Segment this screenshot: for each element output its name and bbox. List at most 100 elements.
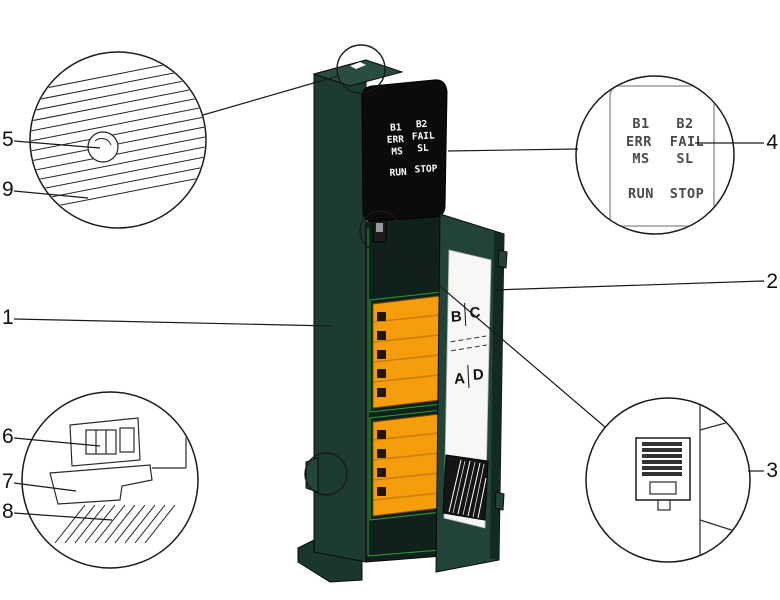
leader-2 xyxy=(493,280,765,291)
barcode-line xyxy=(467,462,481,517)
door-barcode xyxy=(442,454,489,521)
leader-lines xyxy=(13,75,765,521)
barcode-area xyxy=(442,454,489,521)
detail-led-sl: SL xyxy=(676,151,693,167)
callout-3: 3 xyxy=(766,459,778,482)
door-edge-shade xyxy=(490,232,504,560)
terminal-block-upper xyxy=(369,291,443,413)
detail-circle-switch xyxy=(585,397,751,563)
board-switch-slider xyxy=(376,223,383,232)
terminal-slot xyxy=(377,388,386,397)
door-letter-a: A xyxy=(454,370,466,388)
highlight-circle-side-latch xyxy=(304,452,348,496)
led-detail-art: B1 B2 ERR FAIL MS SL RUN STOP xyxy=(609,85,715,227)
terminal-lower-stripe xyxy=(373,492,440,501)
callout-9: 9 xyxy=(2,178,14,201)
barcode-line xyxy=(477,477,487,519)
leader-vents-to-module xyxy=(202,75,339,116)
module-left-face xyxy=(313,59,367,563)
detail-led-b1: B1 xyxy=(632,116,649,132)
terminal-slot xyxy=(377,312,386,321)
module-top-face xyxy=(312,59,404,87)
door-hinge-tab xyxy=(497,249,508,269)
callout-4: 4 xyxy=(766,131,778,154)
barcode-line xyxy=(457,460,471,515)
status-head-led-labels: B1 B2 ERR FAIL MS SL RUN STOP xyxy=(387,119,438,179)
callout-7: 7 xyxy=(2,470,14,493)
barcode-line xyxy=(462,461,476,516)
terminal-slot xyxy=(377,331,386,340)
leader-9 xyxy=(13,190,89,199)
terminal-upper-stripe xyxy=(373,374,440,383)
switch-rib xyxy=(642,466,682,470)
terminal-slot xyxy=(377,430,386,439)
leader-head-to-detail xyxy=(447,148,579,152)
switch-rib xyxy=(642,460,682,464)
detail-led-err: ERR xyxy=(626,134,652,150)
callout-numbers: 5 9 1 6 7 8 4 2 3 xyxy=(2,128,778,523)
terminal-slot xyxy=(377,369,386,378)
terminal-lower-body xyxy=(372,413,441,517)
vents-detail-circle xyxy=(29,51,207,229)
door-hinge-tab xyxy=(494,491,505,511)
module-led-b2: B2 xyxy=(416,119,428,131)
module-led-sl: SL xyxy=(417,143,429,155)
door-label-dash xyxy=(450,344,487,352)
latch-body xyxy=(69,417,141,467)
door-letter-b: B xyxy=(450,308,462,326)
detail-led-run: RUN xyxy=(628,186,654,202)
terminal-upper-stripe xyxy=(373,334,440,343)
callout-8: 8 xyxy=(2,500,14,523)
latch-clip-side xyxy=(119,427,135,453)
module-led-stop: STOP xyxy=(414,163,438,175)
green-trace-bottom xyxy=(367,549,441,557)
switch-rib xyxy=(642,442,682,446)
switch-rib xyxy=(642,448,682,452)
callout-5: 5 xyxy=(2,128,14,151)
barcode-line xyxy=(448,459,462,513)
detail-led-fail: FAIL xyxy=(670,134,705,150)
io-module: B1 B2 ERR FAIL MS SL RUN STOP B C A xyxy=(297,59,508,583)
callout-2: 2 xyxy=(766,270,778,293)
detail-led-ms: MS xyxy=(632,151,649,167)
status-head xyxy=(361,79,448,222)
leader-1 xyxy=(13,318,333,327)
module-led-run: RUN xyxy=(389,167,407,179)
module-led-err: ERR xyxy=(387,134,405,146)
leader-switch-to-detail xyxy=(392,245,606,428)
detail-circle-led-label: B1 B2 ERR FAIL MS SL RUN STOP xyxy=(575,75,735,235)
latch-clip xyxy=(85,429,117,455)
module-led-b1: B1 xyxy=(390,122,402,134)
terminal-slot xyxy=(377,487,386,496)
detail-led-stop: STOP xyxy=(670,186,705,202)
led-label-outline xyxy=(609,85,715,227)
switch-rib xyxy=(642,454,682,458)
highlight-circle-top-notch xyxy=(336,44,386,94)
terminal-slot xyxy=(377,350,386,359)
module-led-ms: MS xyxy=(391,146,403,158)
module-led-fail: FAIL xyxy=(412,130,436,142)
latch-hook xyxy=(49,464,153,505)
leader-5 xyxy=(13,140,101,149)
board-switch xyxy=(372,219,387,243)
leader-8 xyxy=(13,512,113,521)
leader-6 xyxy=(13,437,101,447)
barcode-line xyxy=(472,463,485,518)
terminal-block-lower xyxy=(369,409,443,521)
terminal-upper-stripe xyxy=(373,354,440,363)
switch-lower xyxy=(649,481,677,495)
leader-7 xyxy=(13,482,77,492)
terminal-slot xyxy=(377,449,386,458)
vent-boss-arc xyxy=(94,137,112,146)
switch-rib xyxy=(642,472,682,476)
door-letter-d: D xyxy=(472,366,484,384)
switch-stem xyxy=(657,499,671,511)
highlight-circle-board-switch xyxy=(359,210,401,252)
detail-circle-latch xyxy=(21,391,199,569)
detail-circle-vents xyxy=(29,51,207,229)
switch-detail-art xyxy=(635,402,745,556)
door-letter-c: C xyxy=(469,304,481,322)
detail-led-b2: B2 xyxy=(676,116,693,132)
